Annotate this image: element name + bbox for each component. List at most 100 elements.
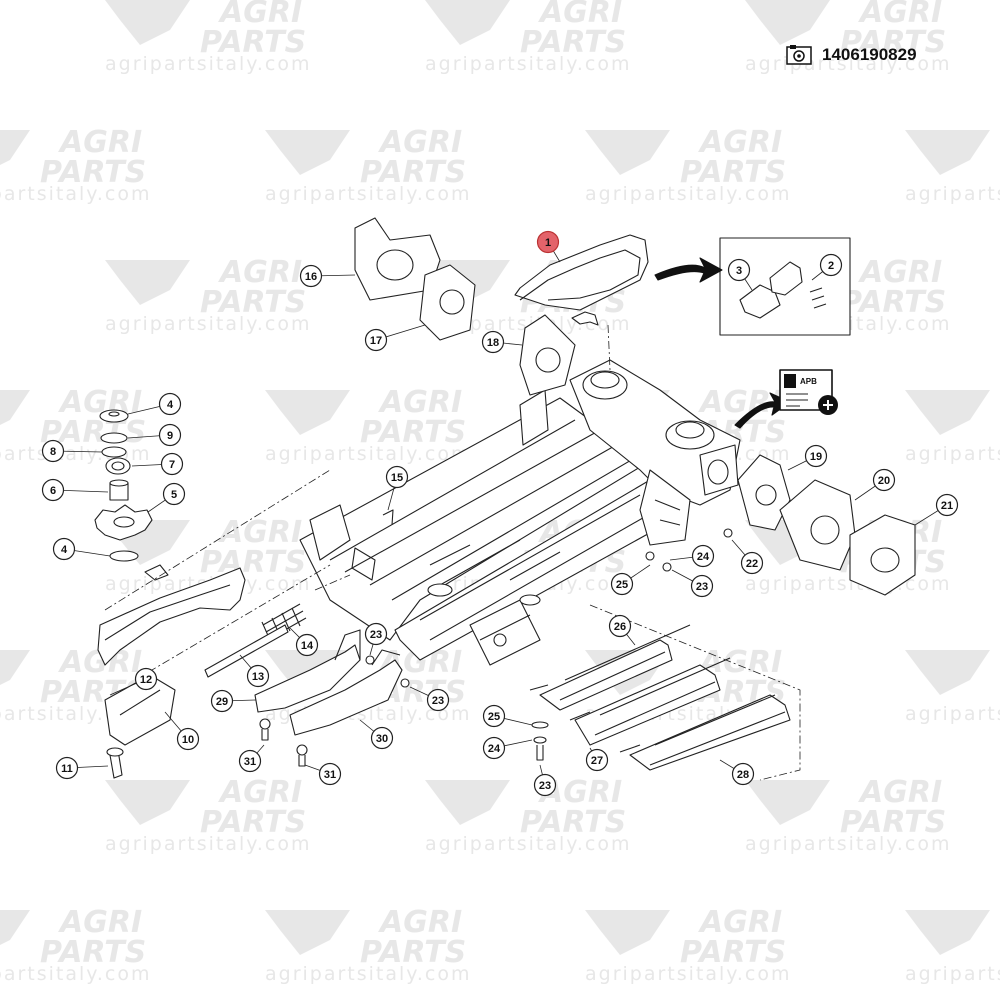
- callout-24[interactable]: 24: [482, 736, 506, 760]
- parts-drawing: [52, 217, 948, 786]
- watermark-url: agripartsitaly.com: [905, 963, 1000, 985]
- callout-number: 25: [488, 711, 500, 723]
- watermark-url: agripartsitaly.com: [265, 963, 471, 985]
- watermark-url: agripartsitaly.com: [585, 963, 791, 985]
- callout-4[interactable]: 4: [158, 392, 182, 416]
- callout-23[interactable]: 23: [364, 622, 388, 646]
- callout-29[interactable]: 29: [210, 689, 234, 713]
- watermark-url: agripartsitaly.com: [905, 183, 1000, 205]
- callout-23[interactable]: 23: [533, 773, 557, 797]
- callout-circle: [210, 689, 234, 713]
- callout-5[interactable]: 5: [162, 482, 186, 506]
- callout-number: 9: [167, 430, 173, 442]
- sprocket-stack: [94, 409, 153, 562]
- callout-circle: [295, 633, 319, 657]
- callout-31[interactable]: 31: [238, 749, 262, 773]
- watermark-brand-line2: PARTS: [200, 545, 306, 580]
- callout-number: 5: [171, 489, 177, 501]
- callout-circle: [935, 493, 959, 517]
- watermark-tractor-icon: [0, 650, 30, 685]
- callout-number: 8: [50, 446, 56, 458]
- callout-circle: [364, 328, 388, 352]
- callout-11[interactable]: 11: [55, 756, 79, 780]
- chain-link-detail-box: [719, 237, 851, 336]
- watermark-url: agripartsitaly.com: [425, 53, 631, 75]
- callout-13[interactable]: 13: [246, 664, 270, 688]
- watermark-tractor-icon: [265, 910, 350, 955]
- callout-number: 18: [487, 337, 499, 349]
- callout-31[interactable]: 31: [318, 762, 342, 786]
- watermark-tractor-icon: [105, 260, 190, 305]
- callout-25[interactable]: 25: [610, 572, 634, 596]
- callout-number: 15: [391, 472, 403, 484]
- callout-27[interactable]: 27: [585, 748, 609, 772]
- callout-24[interactable]: 24: [691, 544, 715, 568]
- callout-circle: [690, 574, 714, 598]
- callout-23[interactable]: 23: [690, 574, 714, 598]
- callout-25[interactable]: 25: [482, 704, 506, 728]
- callout-8[interactable]: 8: [41, 439, 65, 463]
- callout-15[interactable]: 15: [385, 465, 409, 489]
- callout-circle: [727, 258, 751, 282]
- chain-lower: [97, 564, 246, 666]
- callout-30[interactable]: 30: [370, 726, 394, 750]
- watermark-brand-line2: PARTS: [40, 155, 146, 190]
- callout-2[interactable]: 2: [819, 253, 843, 277]
- watermark-tractor-icon: [905, 910, 990, 955]
- callout-circle: [176, 727, 200, 751]
- callout-circle: [246, 664, 270, 688]
- callout-12[interactable]: 12: [134, 667, 158, 691]
- callout-20[interactable]: 20: [872, 468, 896, 492]
- callout-28[interactable]: 28: [731, 762, 755, 786]
- callout-number: 4: [167, 399, 174, 411]
- callout-number: 10: [182, 734, 194, 746]
- main-frame: [299, 389, 681, 666]
- callout-16[interactable]: 16: [299, 264, 323, 288]
- watermark-tractor-icon: [585, 910, 670, 955]
- apb-label: APB: [800, 377, 817, 386]
- callout-26[interactable]: 26: [608, 614, 632, 638]
- watermark-brand-line2: PARTS: [360, 155, 466, 190]
- callout-1[interactable]: 1: [536, 230, 560, 254]
- watermark-brand-line1: AGRI: [218, 515, 302, 550]
- callout-number: 30: [376, 733, 388, 745]
- watermark-tractor-icon: [0, 390, 30, 425]
- callout-circle: [160, 452, 184, 476]
- callout-19[interactable]: 19: [804, 444, 828, 468]
- watermark-brand-line2: PARTS: [520, 805, 626, 840]
- callout-4[interactable]: 4: [52, 537, 76, 561]
- callout-circle: [804, 444, 828, 468]
- alignment-lines: [104, 324, 801, 781]
- callout-22[interactable]: 22: [740, 551, 764, 575]
- callout-number: 7: [169, 459, 175, 471]
- watermark-tractor-icon: [265, 130, 350, 175]
- watermark-tractor-icon: [905, 650, 990, 695]
- callout-circle: [55, 756, 79, 780]
- callout-circle: [426, 688, 450, 712]
- watermark-tractor-icon: [105, 0, 190, 45]
- bracket-16-17-18: [354, 217, 576, 396]
- callout-17[interactable]: 17: [364, 328, 388, 352]
- callout-18[interactable]: 18: [481, 330, 505, 354]
- callout-number: 12: [140, 674, 152, 686]
- callout-21[interactable]: 21: [935, 493, 959, 517]
- callout-7[interactable]: 7: [160, 452, 184, 476]
- callout-circle: [134, 667, 158, 691]
- callout-6[interactable]: 6: [41, 478, 65, 502]
- watermark-tractor-icon: [105, 780, 190, 825]
- callout-23[interactable]: 23: [426, 688, 450, 712]
- callout-number: 24: [697, 551, 710, 563]
- callout-14[interactable]: 14: [295, 633, 319, 657]
- callout-number: 16: [305, 271, 317, 283]
- watermark-tractor-icon: [745, 0, 830, 45]
- callout-3[interactable]: 3: [727, 258, 751, 282]
- watermark-brand-line1: AGRI: [378, 385, 462, 420]
- callout-number: 28: [737, 769, 749, 781]
- callout-number: 23: [696, 581, 708, 593]
- callout-number: 23: [370, 629, 382, 641]
- callout-10[interactable]: 10: [176, 727, 200, 751]
- callout-9[interactable]: 9: [158, 423, 182, 447]
